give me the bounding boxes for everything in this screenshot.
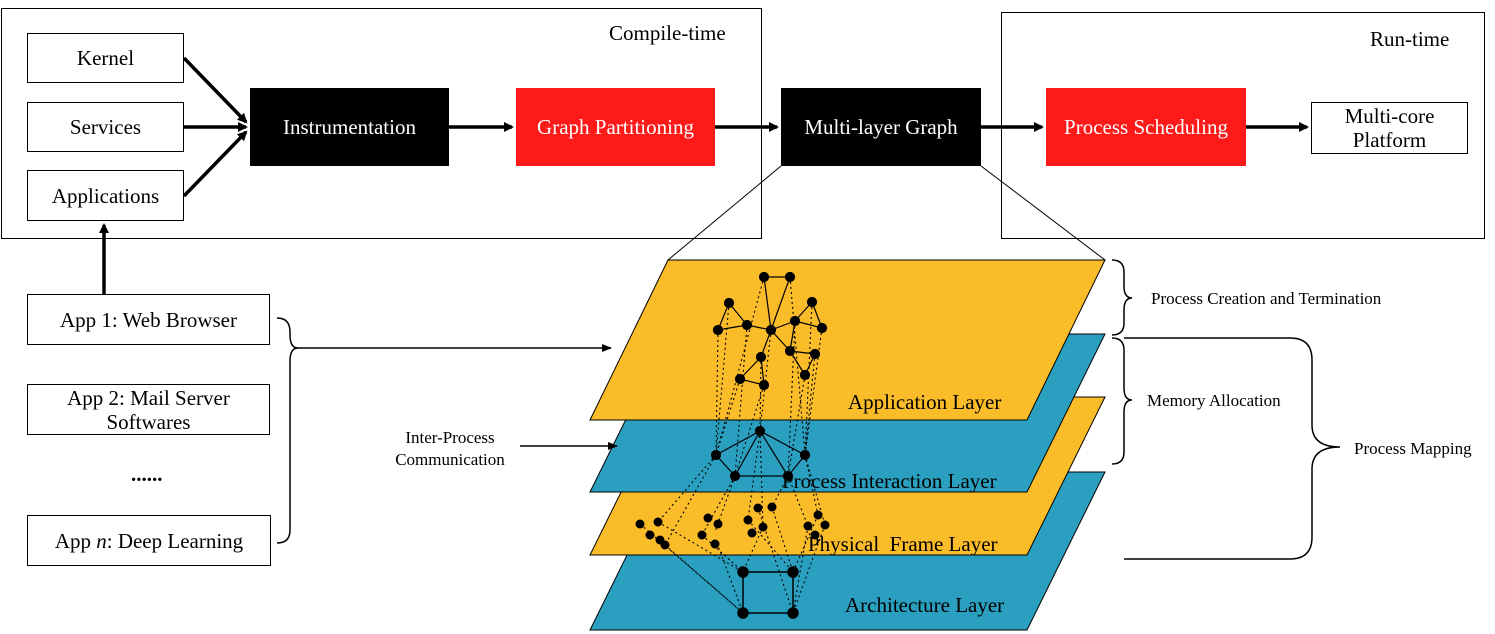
compile-time-frame	[1, 8, 762, 239]
process-scheduling-box: Process Scheduling	[1046, 88, 1246, 166]
appn-prefix: App	[54, 528, 97, 553]
zoom-line-left	[667, 165, 782, 261]
zoom-line-right	[980, 165, 1106, 261]
apps-brace	[276, 317, 299, 544]
mapping-brace	[1124, 337, 1341, 560]
process-interaction-layer-label: Process Interaction Layer	[782, 469, 997, 493]
instrumentation-box: Instrumentation	[250, 88, 449, 166]
memory-allocation-label: Memory Allocation	[1147, 391, 1281, 410]
compile-time-label: Compile-time	[609, 21, 726, 45]
architecture-layer-label: Architecture Layer	[845, 593, 1005, 617]
appn-suffix: : Deep Learning	[106, 528, 244, 553]
application-graph	[712, 271, 828, 391]
application-layer-plane	[589, 259, 1106, 421]
source-arrows	[182, 56, 248, 198]
graph-partitioning-box: Graph Partitioning	[516, 88, 715, 166]
app1-box: App 1: Web Browser	[27, 294, 270, 345]
memory-brace	[1111, 337, 1133, 465]
services-box: Services	[27, 102, 184, 152]
creation-brace	[1111, 259, 1133, 336]
application-layer-label: Application Layer	[848, 390, 1002, 414]
app2-box: App 2: Mail Server Softwares	[27, 384, 270, 435]
appn-box: App n: Deep Learning	[27, 515, 271, 566]
run-time-label: Run-time	[1370, 27, 1450, 51]
app-ellipsis: ......	[131, 462, 163, 486]
physical-frame-clusters	[635, 502, 830, 550]
multilayer-graph-box: Multi-layer Graph	[781, 88, 981, 166]
kernel-box: Kernel	[27, 33, 184, 83]
physical-frame-layer-label: Physical Frame Layer	[808, 532, 998, 556]
ipc-label: Inter-Process Communication	[395, 428, 505, 469]
process-mapping-label: Process Mapping	[1354, 439, 1472, 458]
architecture-graph	[737, 566, 799, 619]
process-interaction-graph	[710, 425, 811, 482]
process-creation-label: Process Creation and Termination	[1151, 289, 1382, 308]
platform-box: Multi-core Platform	[1311, 102, 1468, 154]
applications-box: Applications	[27, 170, 184, 221]
appn-variable: n	[96, 528, 107, 553]
